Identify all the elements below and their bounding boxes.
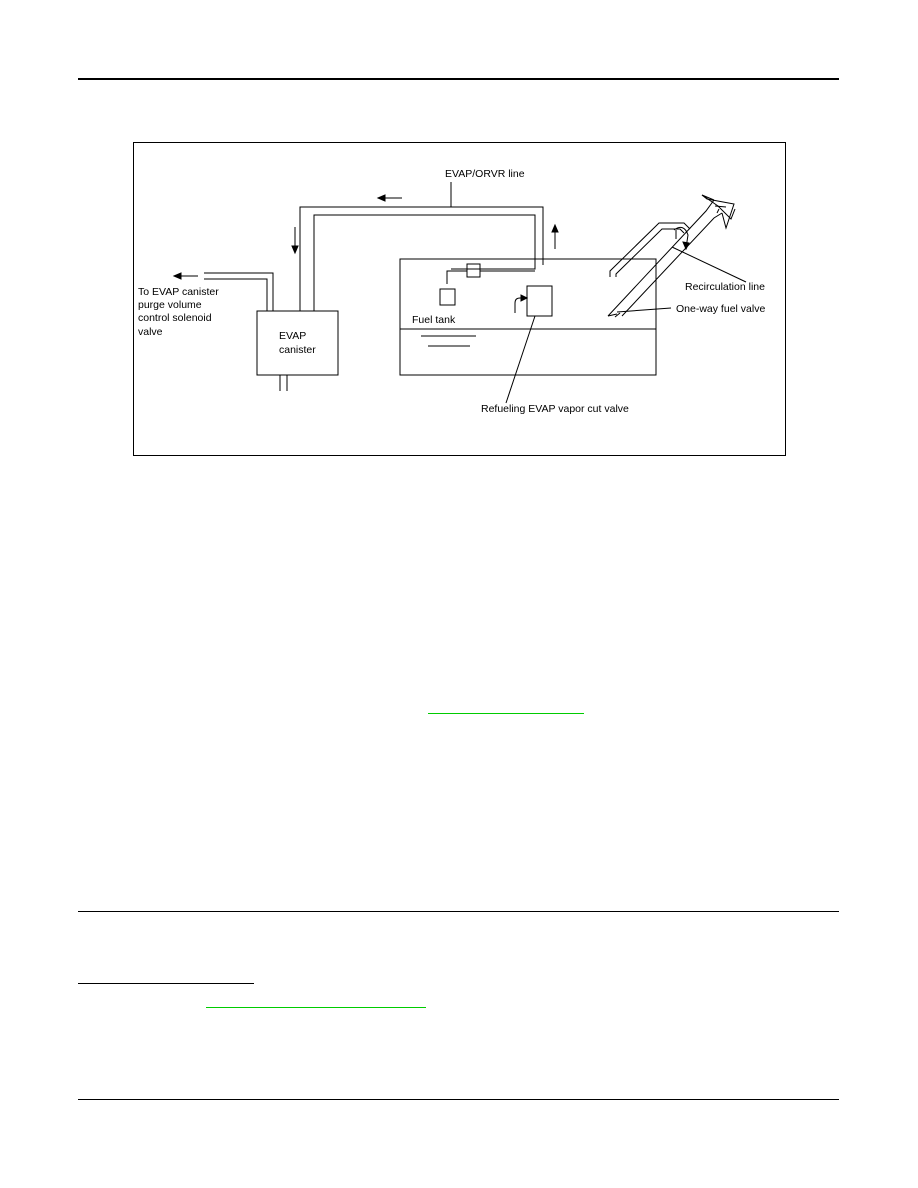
label-to-evap-canister: purge volume — [138, 299, 202, 311]
label-evap-canister: EVAP — [279, 330, 306, 342]
label-evap-orvr-line: EVAP/ORVR line — [445, 168, 525, 180]
fuel-tank-outline — [399, 258, 657, 376]
internal-pipe — [446, 270, 467, 284]
footer-rule — [78, 1099, 839, 1100]
leader-line — [505, 315, 536, 404]
evap-system-diagram: EVAP/ORVR line To EVAP canister purge vo… — [133, 142, 786, 456]
purge-arrow-left-icon — [172, 272, 198, 280]
recirculation-arrow-icon — [673, 226, 690, 251]
vapor-arrow-icon — [514, 297, 525, 313]
evap-canister-box — [256, 310, 339, 376]
label-to-evap-canister: valve — [138, 326, 163, 338]
filler-neck — [607, 194, 736, 318]
label-fuel-tank: Fuel tank — [412, 314, 456, 326]
recirculation-line-pipe — [609, 222, 691, 277]
internal-valve-box — [439, 288, 456, 306]
canister-drain-pipe — [279, 375, 288, 391]
flow-arrow-left-icon — [376, 194, 402, 202]
internal-valve-small — [466, 263, 481, 278]
label-evap-canister: canister — [279, 344, 316, 356]
vapor-arrow-head-icon — [520, 294, 529, 302]
label-to-evap-canister: control solenoid — [138, 312, 212, 324]
flow-arrow-down-icon — [291, 227, 299, 255]
label-recirculation-line: Recirculation line — [685, 281, 765, 293]
leader-line — [616, 307, 672, 313]
purge-line-pipe — [204, 272, 274, 311]
section-rule — [78, 911, 839, 912]
footnote-rule — [78, 983, 254, 984]
refueling-vapor-cut-valve — [526, 285, 553, 317]
header-rule — [78, 78, 839, 80]
leader-line — [671, 246, 747, 283]
label-to-evap-canister: To EVAP canister — [138, 286, 219, 298]
label-one-way-fuel-valve: One-way fuel valve — [676, 303, 765, 315]
evap-orvr-line-pipe — [299, 206, 544, 311]
flow-arrow-up-icon — [551, 223, 559, 249]
label-refueling-vapor-cut-valve: Refueling EVAP vapor cut valve — [481, 403, 629, 415]
hyperlink-underline[interactable] — [428, 713, 584, 714]
hyperlink-underline[interactable] — [206, 1007, 426, 1008]
